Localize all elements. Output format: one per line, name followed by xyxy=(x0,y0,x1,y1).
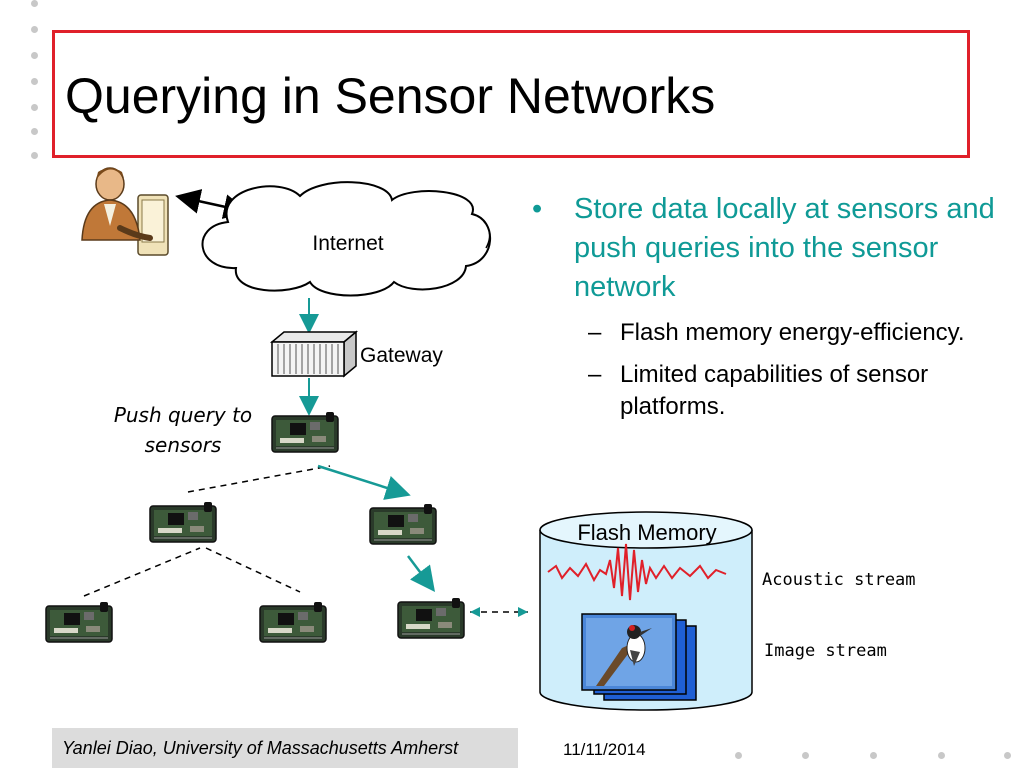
title-box: Querying in Sensor Networks xyxy=(52,30,970,158)
woodpecker-photo-icon xyxy=(581,613,697,701)
footer-author: Yanlei Diao, University of Massachusetts… xyxy=(52,728,518,768)
sensor-flash-arrow-right xyxy=(518,607,528,617)
bullet-main-text: Store data locally at sensors and push q… xyxy=(574,193,995,303)
bullet-marker: • xyxy=(532,193,543,225)
acoustic-waveform-icon xyxy=(547,543,727,601)
sensor-mote-icon xyxy=(369,503,437,545)
bullet-sub-1: – Flash memory energy-efficiency. xyxy=(530,317,1000,349)
sensor-flash-arrow-left xyxy=(470,607,480,617)
user-at-computer-icon xyxy=(81,167,169,256)
push-query-label: Push query to sensors xyxy=(113,403,253,457)
push-arrow-2 xyxy=(407,555,435,592)
acoustic-stream-label: Acoustic stream xyxy=(762,570,916,590)
bullet-sub-1-text: Flash memory energy-efficiency. xyxy=(620,319,965,346)
sub-bullet-marker: – xyxy=(588,319,602,346)
sensor-mote-icon xyxy=(259,601,327,643)
image-stream-label: Image stream xyxy=(764,641,887,661)
gateway-label: Gateway xyxy=(360,344,443,367)
sensor-mote-icon xyxy=(271,411,339,453)
bullet-list: • Store data locally at sensors and push… xyxy=(530,190,1000,423)
sensor-mote-icon xyxy=(397,597,465,639)
flash-memory-label: Flash Memory xyxy=(577,520,717,545)
gateway-icon xyxy=(269,330,359,378)
bullet-sub-2: – Limited capabilities of sensor platfor… xyxy=(530,359,1000,423)
cloud-icon xyxy=(201,181,491,297)
slide-title: Querying in Sensor Networks xyxy=(65,68,716,124)
bullet-main: • Store data locally at sensors and push… xyxy=(530,190,1000,307)
footer-date: 11/11/2014 xyxy=(563,740,646,759)
internet-label: Internet xyxy=(312,232,383,255)
bullet-sub-2-text: Limited capabilities of sensor platforms… xyxy=(620,361,929,420)
sensor-mote-icon xyxy=(45,601,113,643)
sub-bullet-marker: – xyxy=(588,361,602,388)
push-arrow-1 xyxy=(317,464,411,500)
sensor-mote-icon xyxy=(149,501,217,543)
